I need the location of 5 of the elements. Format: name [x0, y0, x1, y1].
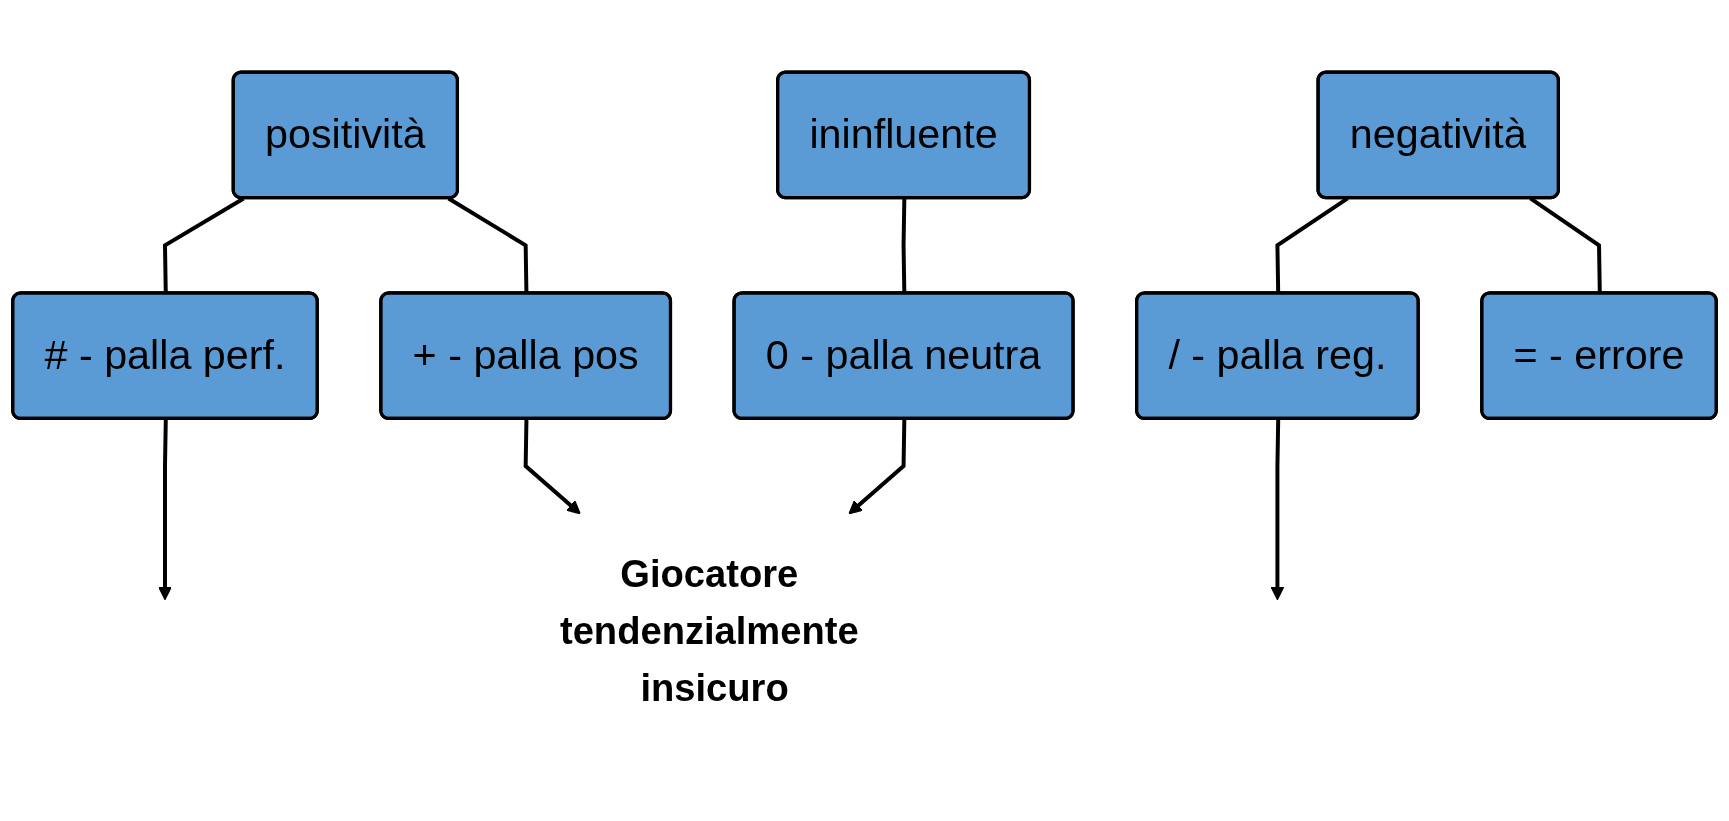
node-text: Giocatore tendenzialmente insicuro — [559, 551, 859, 710]
arrow — [158, 419, 172, 601]
arrow — [1270, 419, 1285, 601]
arrow — [523, 419, 581, 515]
arrow — [848, 419, 907, 515]
